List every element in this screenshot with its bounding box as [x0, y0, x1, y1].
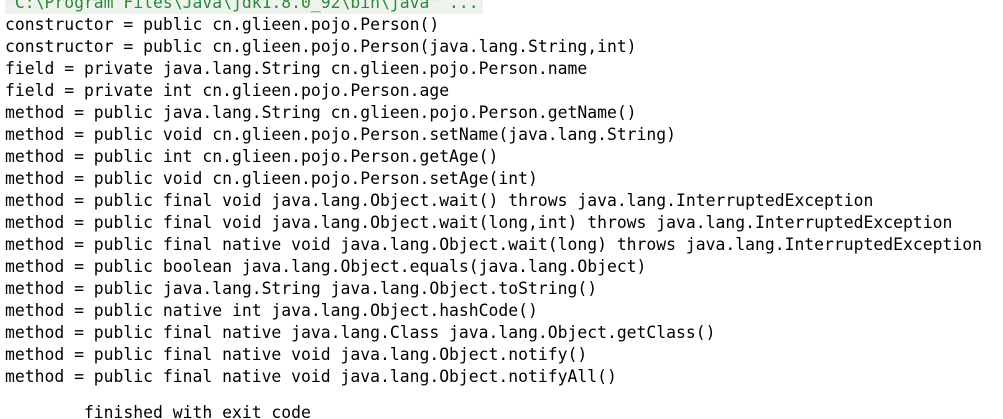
- command-line: "C:\Program Files\Java\jdk1.8.0_92\bin\j…: [5, 0, 483, 14]
- console-line: field = private int cn.glieen.pojo.Perso…: [5, 81, 450, 100]
- console-line: method = public final native void java.l…: [5, 367, 617, 386]
- console-line: method = public final native void java.l…: [5, 345, 588, 364]
- console-line-partial: finished with exit code: [5, 403, 311, 419]
- console-line: method = public java.lang.String java.la…: [5, 279, 598, 298]
- console-line: method = public java.lang.String cn.glie…: [5, 103, 637, 122]
- console-line: method = public void cn.glieen.pojo.Pers…: [5, 169, 538, 188]
- console-line: method = public final native void java.l…: [5, 235, 982, 254]
- console-lines: "C:\Program Files\Java\jdk1.8.0_92\bin\j…: [5, 0, 982, 388]
- console-line: method = public final native java.lang.C…: [5, 323, 716, 342]
- console-line: method = public final void java.lang.Obj…: [5, 213, 953, 232]
- console-line: method = public boolean java.lang.Object…: [5, 257, 647, 276]
- console-line: constructor = public cn.glieen.pojo.Pers…: [5, 37, 637, 56]
- console-line: constructor = public cn.glieen.pojo.Pers…: [5, 15, 440, 34]
- console-line: method = public int cn.glieen.pojo.Perso…: [5, 147, 499, 166]
- console-line: method = public final void java.lang.Obj…: [5, 191, 874, 210]
- console-line: method = public native int java.lang.Obj…: [5, 301, 538, 320]
- console-line: field = private java.lang.String cn.glie…: [5, 59, 588, 78]
- console-line: method = public void cn.glieen.pojo.Pers…: [5, 125, 677, 144]
